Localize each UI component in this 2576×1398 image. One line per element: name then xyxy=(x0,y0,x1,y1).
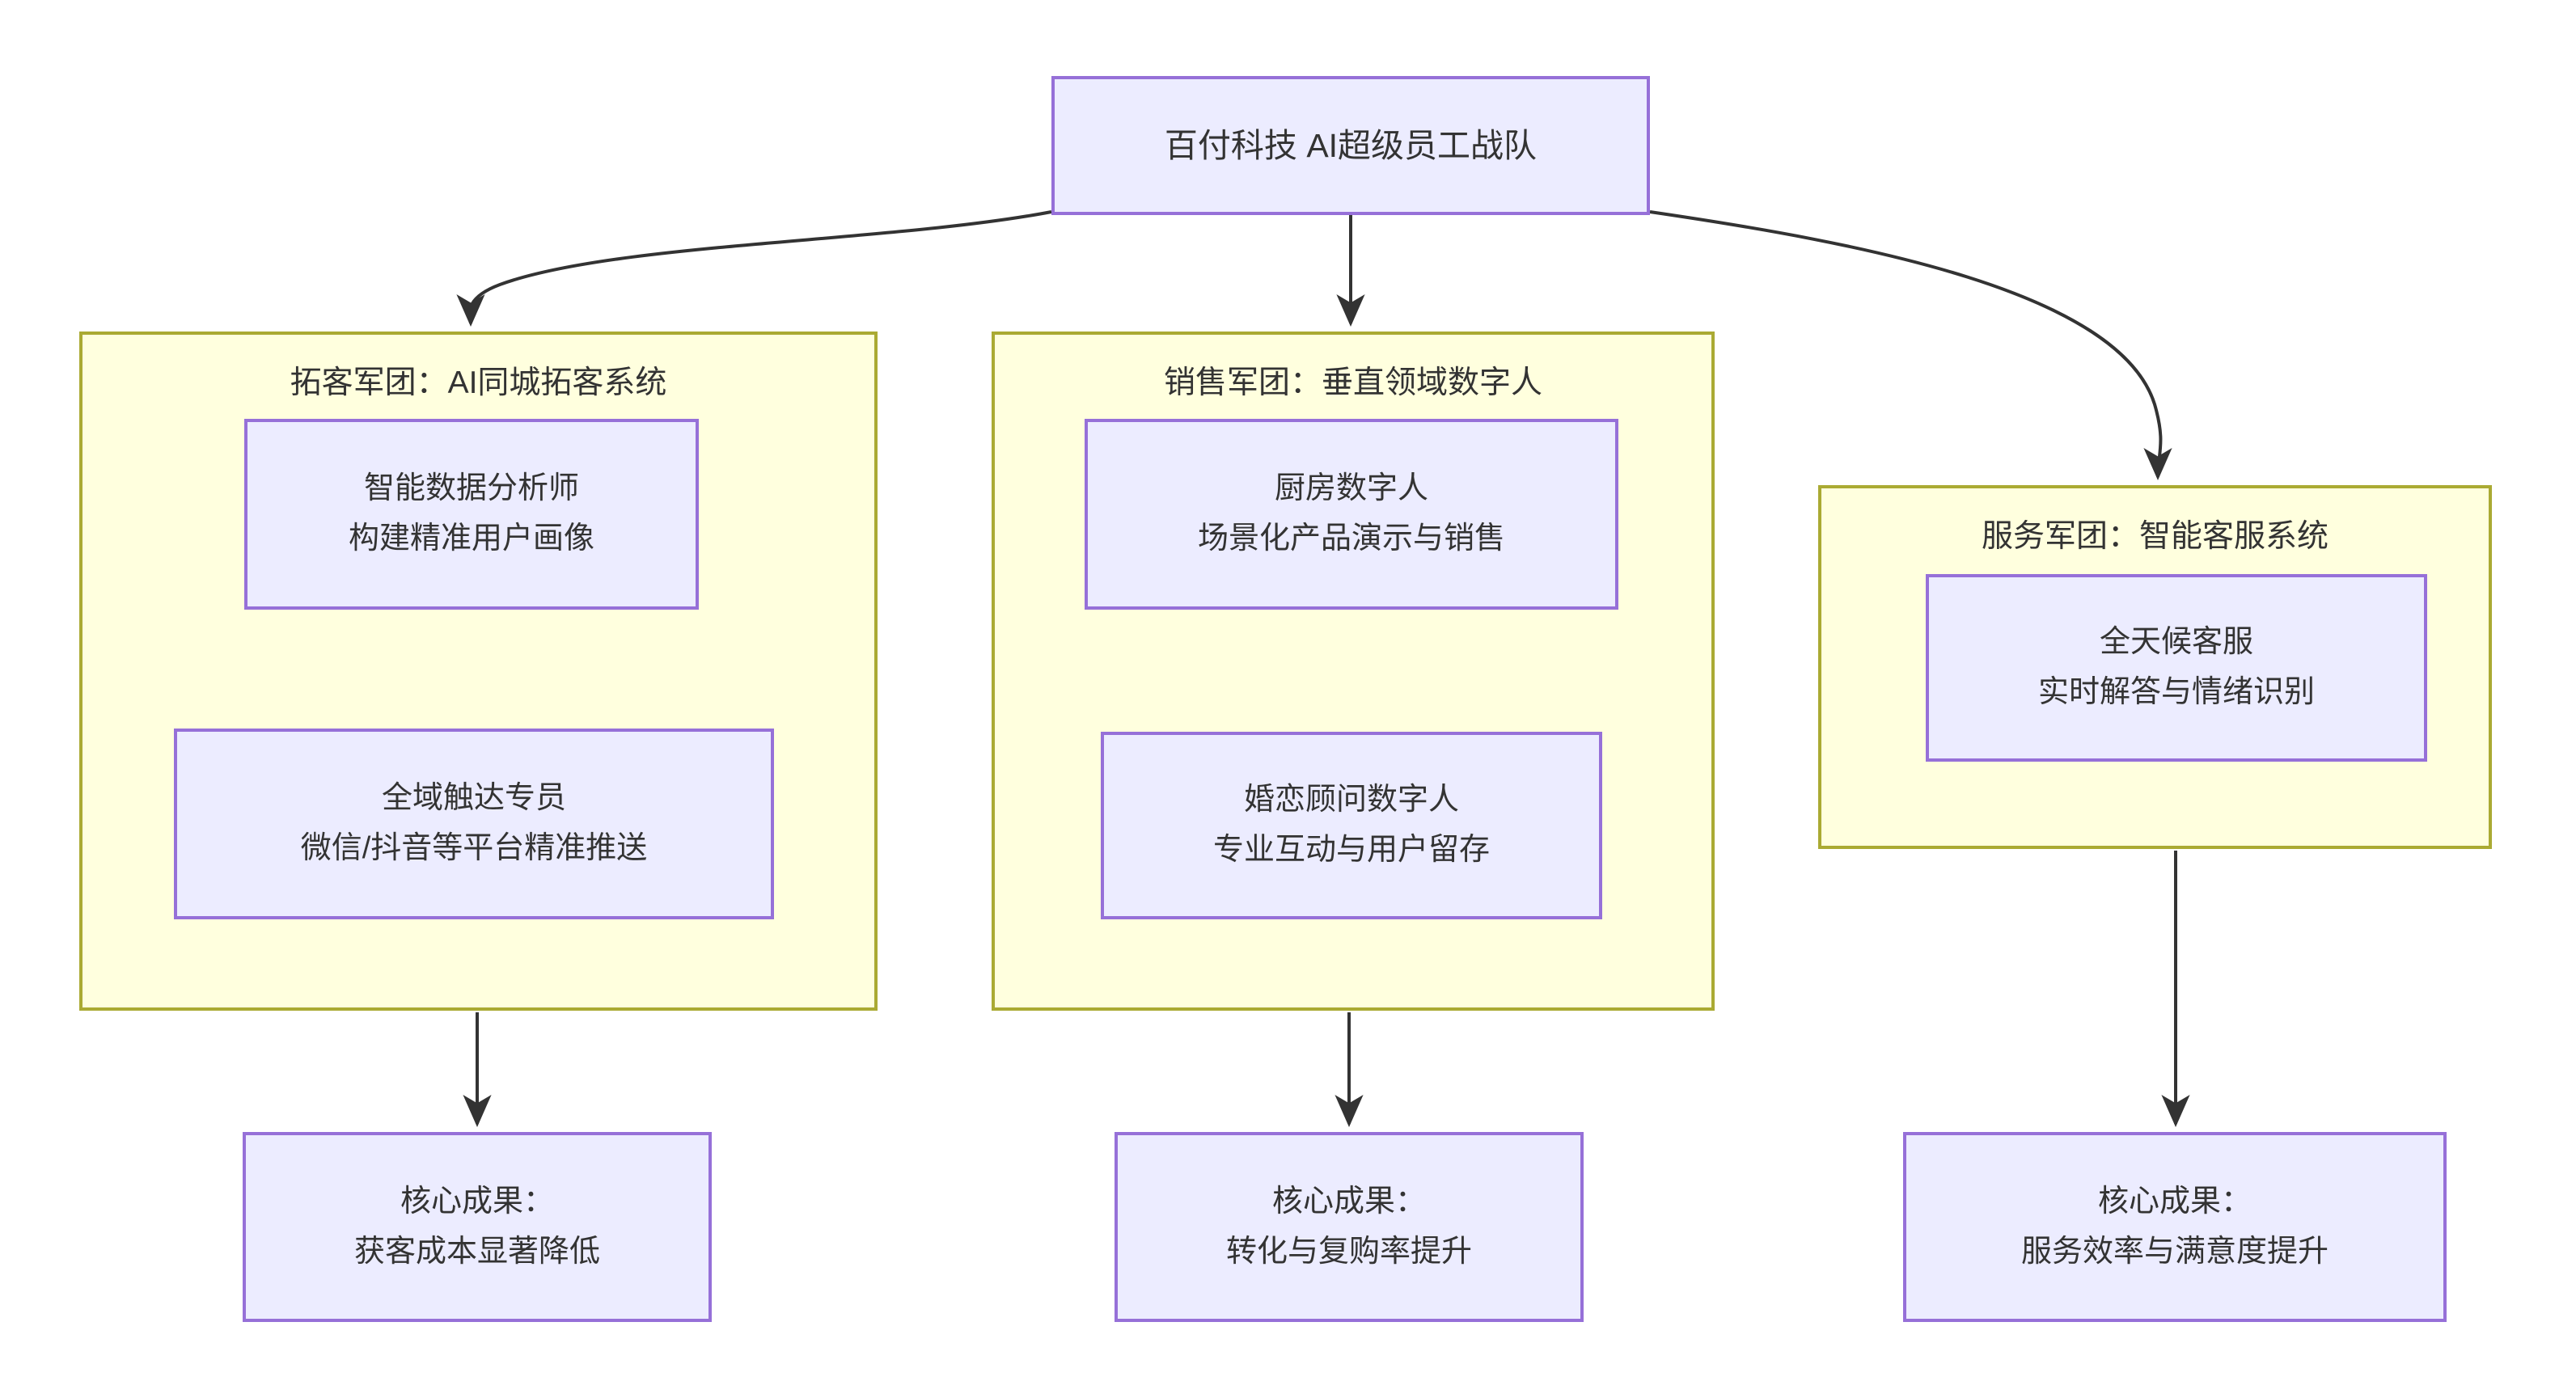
node-kitchen[interactable]: 厨房数字人 场景化产品演示与销售 xyxy=(1085,419,1618,610)
node-analyst-line1: 智能数据分析师 xyxy=(363,471,579,506)
node-outcome-sales-line1: 核心成果： xyxy=(1271,1184,1426,1218)
node-marriage-line1: 婚恋顾问数字人 xyxy=(1243,783,1459,817)
node-outcome-sales[interactable]: 核心成果： 转化与复购率提升 xyxy=(1115,1132,1584,1322)
subgraph-service-title: 服务军团：智能客服系统 xyxy=(1981,519,2329,554)
subgraph-sales-title: 销售军团：垂直领域数字人 xyxy=(1163,365,1542,400)
node-support[interactable]: 全天候客服 实时解答与情绪识别 xyxy=(1926,574,2427,762)
node-outcome-sales-line2: 转化与复购率提升 xyxy=(1225,1234,1472,1269)
node-analyst[interactable]: 智能数据分析师 构建精准用户画像 xyxy=(244,419,699,610)
node-kitchen-line1: 厨房数字人 xyxy=(1274,471,1428,506)
node-support-line2: 实时解答与情绪识别 xyxy=(2037,675,2315,709)
node-outcome-service[interactable]: 核心成果： 服务效率与满意度提升 xyxy=(1903,1132,2447,1322)
node-root-label: 百付科技 AI超级员工战队 xyxy=(1164,126,1538,164)
node-outcome-expand-line1: 核心成果： xyxy=(400,1184,554,1218)
node-reach[interactable]: 全域触达专员 微信/抖音等平台精准推送 xyxy=(174,729,774,919)
node-analyst-line2: 构建精准用户画像 xyxy=(348,522,594,555)
node-reach-line2: 微信/抖音等平台精准推送 xyxy=(300,831,648,865)
node-outcome-service-line2: 服务效率与满意度提升 xyxy=(2020,1234,2329,1269)
node-kitchen-line2: 场景化产品演示与销售 xyxy=(1197,522,1505,555)
node-outcome-service-line1: 核心成果： xyxy=(2097,1184,2252,1218)
node-marriage[interactable]: 婚恋顾问数字人 专业互动与用户留存 xyxy=(1101,732,1602,919)
edge-root-to-service xyxy=(1649,210,2172,480)
subgraph-expand-title: 拓客军团：AI同城拓客系统 xyxy=(290,365,667,400)
node-root[interactable]: 百付科技 AI超级员工战队 xyxy=(1051,76,1650,215)
node-outcome-expand-line2: 获客成本显著降低 xyxy=(353,1234,600,1269)
node-reach-line1: 全域触达专员 xyxy=(381,781,566,816)
node-marriage-line2: 专业互动与用户留存 xyxy=(1212,833,1490,867)
node-support-line1: 全天候客服 xyxy=(2099,625,2253,660)
edge-root-to-expand xyxy=(456,210,1052,327)
node-outcome-expand[interactable]: 核心成果： 获客成本显著降低 xyxy=(243,1132,712,1322)
